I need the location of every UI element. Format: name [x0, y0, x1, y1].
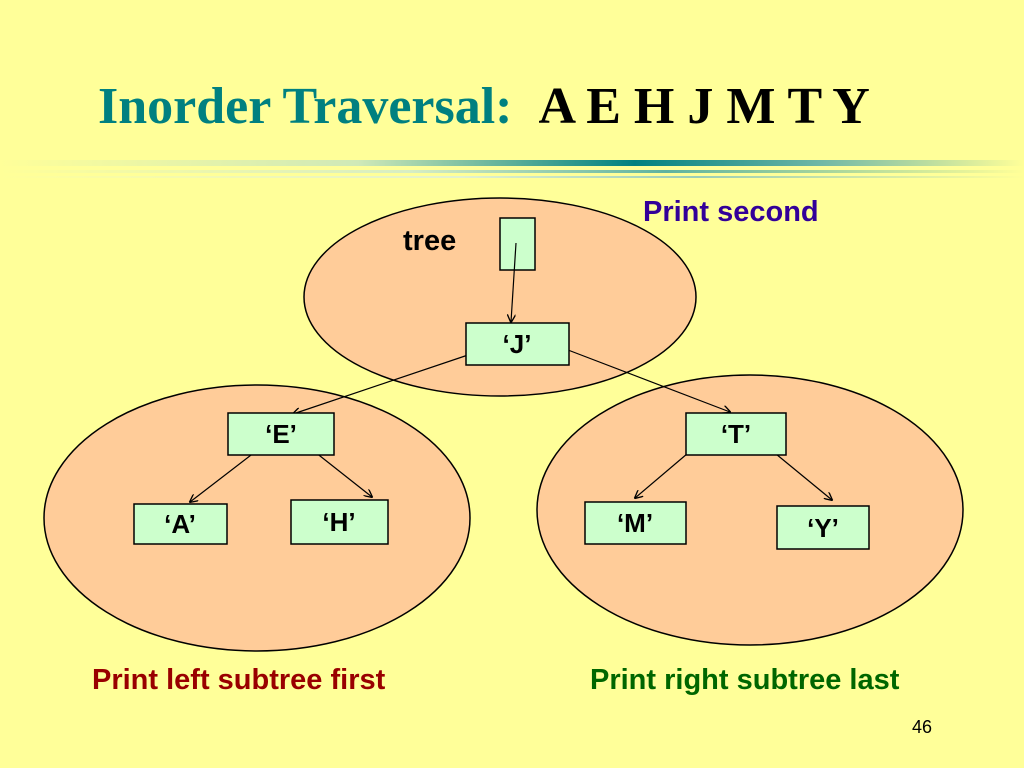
node-T: ‘T’: [685, 412, 787, 456]
edge-E-to-H: [314, 451, 372, 497]
title-text: Inorder Traversal:: [98, 78, 513, 135]
left-subtree-region: [43, 384, 471, 652]
node-T-label: ‘T’: [721, 419, 751, 449]
root-region: [303, 197, 697, 397]
tree-pointer-box: [499, 217, 536, 271]
node-J: ‘J’: [465, 322, 570, 366]
node-A-label: ‘A’: [164, 509, 196, 539]
print-right-label: Print right subtree last: [590, 664, 900, 696]
title-divider: [0, 160, 1024, 166]
node-Y: ‘Y’: [776, 505, 870, 550]
edge-tree-to-J: [511, 242, 517, 322]
print-left-label: Print left subtree first: [92, 664, 386, 696]
edge-T-to-M: [635, 447, 695, 498]
node-M-label: ‘M’: [617, 508, 653, 538]
right-subtree-region: [536, 374, 964, 646]
node-H-label: ‘H’: [322, 507, 355, 537]
edge-T-to-Y: [775, 453, 832, 500]
edge-J-to-E: [293, 354, 469, 414]
slide-title: Inorder Traversal: A E H J M T Y: [98, 72, 870, 142]
edge-E-to-A: [190, 451, 256, 502]
title-divider-2: [0, 170, 1024, 173]
node-J-label: ‘J’: [503, 329, 532, 359]
node-E-label: ‘E’: [265, 419, 297, 449]
page-number: 46: [912, 717, 933, 737]
traversal-sequence: A E H J M T Y: [538, 78, 870, 135]
edge-J-to-T: [567, 349, 730, 412]
node-A: ‘A’: [133, 503, 228, 545]
tree-label: tree: [403, 225, 457, 257]
node-H: ‘H’: [290, 499, 389, 545]
print-second-label: Print second: [643, 196, 819, 228]
title-divider-3: [0, 176, 1024, 178]
node-E: ‘E’: [227, 412, 335, 456]
node-M: ‘M’: [584, 501, 687, 545]
node-Y-label: ‘Y’: [807, 513, 839, 543]
